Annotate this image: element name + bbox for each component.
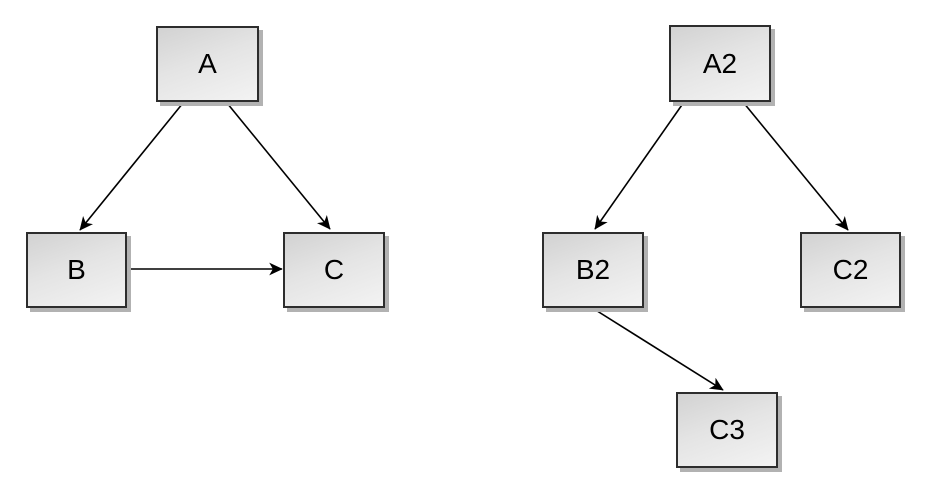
node-A: A: [156, 26, 259, 102]
node-C3: C3: [676, 392, 778, 468]
node-label-B2: B2: [575, 254, 611, 285]
edge-A2-B2: [594, 101, 685, 230]
edge-A-C: [226, 102, 331, 230]
edge-A2-C2: [742, 101, 849, 231]
node-A2: A2: [669, 25, 771, 102]
node-label-A: A: [198, 48, 217, 79]
node-label-C3: C3: [709, 414, 745, 445]
node-label-C: C: [323, 254, 345, 285]
node-C: C: [283, 232, 385, 308]
node-label-C2: C2: [832, 254, 869, 285]
edge-B2-C3: [593, 308, 724, 391]
node-label-B: B: [67, 254, 86, 285]
node-B2: B2: [542, 232, 644, 308]
node-label-A2: A2: [702, 47, 738, 79]
edge-A-B: [79, 102, 184, 231]
node-C2: C2: [800, 232, 901, 308]
node-B: B: [26, 232, 127, 308]
